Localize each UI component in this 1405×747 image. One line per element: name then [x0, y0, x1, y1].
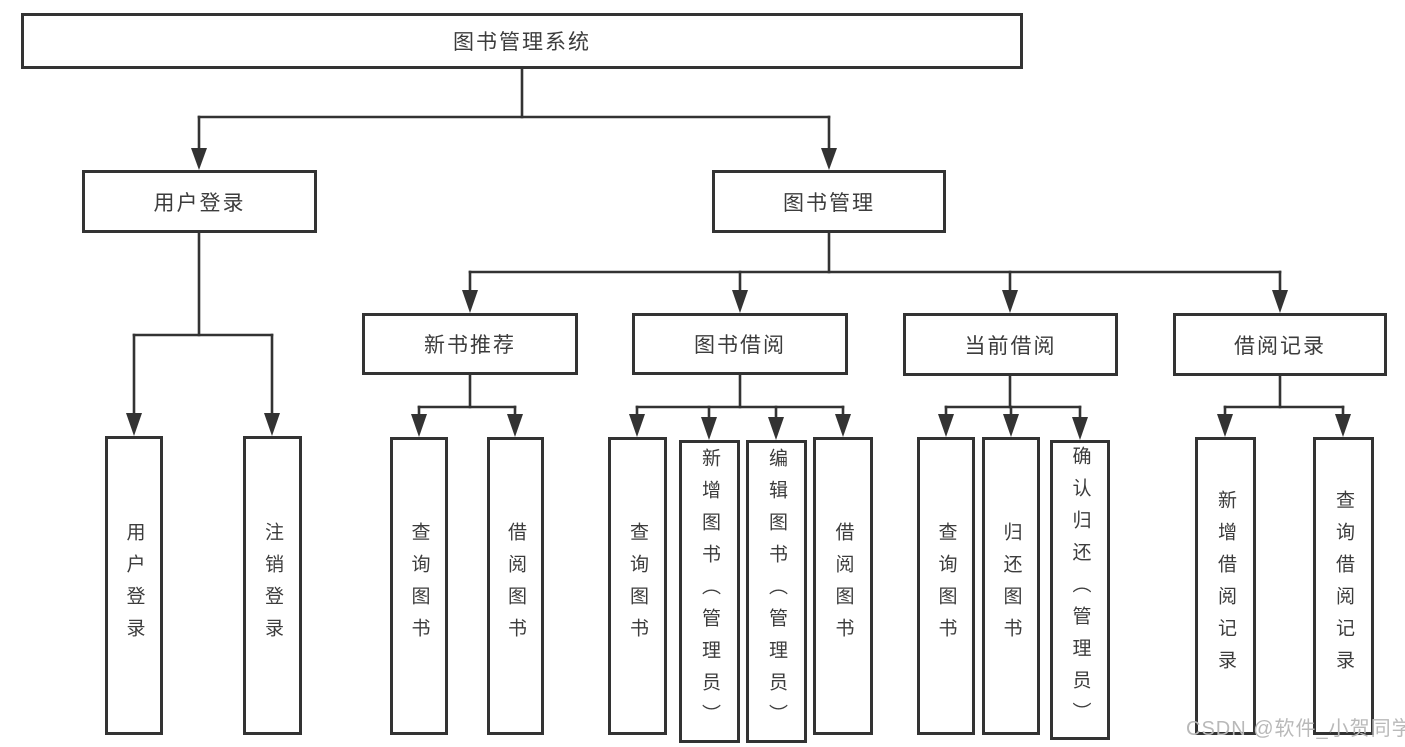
node-label: 借阅图书 — [832, 522, 854, 650]
node-label: 编辑图书（管理员） — [766, 447, 787, 736]
node-bb-query-books: 查询图书 — [608, 437, 667, 735]
node-label: 查询图书 — [627, 522, 648, 650]
node-current-borrow: 当前借阅 — [903, 313, 1118, 376]
node-label: 借阅记录 — [1234, 334, 1326, 358]
node-book-borrow: 图书借阅 — [632, 313, 848, 375]
node-bb-edit-books-admin: 编辑图书（管理员） — [746, 440, 807, 743]
node-logout: 注销登录 — [243, 436, 302, 735]
node-new-book-recommend: 新书推荐 — [362, 313, 578, 375]
node-label: 新增借阅记录 — [1215, 490, 1236, 682]
node-label: 图书管理系统 — [453, 31, 591, 54]
node-br-query-record: 查询借阅记录 — [1313, 437, 1374, 735]
node-label: 新书推荐 — [424, 334, 516, 357]
watermark: CSDN @软件_小贺同学 — [1186, 718, 1405, 740]
node-label: 确认归还（管理员） — [1069, 446, 1091, 734]
node-label: 图书管理 — [783, 191, 875, 215]
node-label: 新增图书（管理员） — [699, 447, 720, 736]
node-bb-borrow-books: 借阅图书 — [813, 437, 873, 735]
node-borrow-records: 借阅记录 — [1173, 313, 1387, 376]
node-user-login-leaf: 用户登录 — [105, 436, 163, 735]
node-label: 图书借阅 — [694, 334, 786, 357]
node-label: 用户登录 — [123, 521, 145, 650]
node-cb-return-books: 归还图书 — [982, 437, 1040, 735]
node-label: 当前借阅 — [964, 334, 1057, 358]
node-user-login: 用户登录 — [82, 170, 317, 233]
node-root: 图书管理系统 — [21, 13, 1023, 69]
node-bb-add-books-admin: 新增图书（管理员） — [679, 440, 740, 743]
node-label: 用户登录 — [153, 191, 246, 215]
node-label: 注销登录 — [262, 521, 283, 650]
node-label: 查询图书 — [935, 522, 957, 650]
node-book-management: 图书管理 — [712, 170, 946, 233]
node-label: 查询图书 — [408, 522, 430, 650]
node-nb-borrow-books: 借阅图书 — [487, 437, 544, 735]
node-nb-query-books: 查询图书 — [390, 437, 448, 735]
node-label: 归还图书 — [1000, 522, 1022, 650]
node-cb-query-books: 查询图书 — [917, 437, 975, 735]
node-cb-confirm-return-admin: 确认归还（管理员） — [1050, 440, 1110, 740]
node-br-add-record: 新增借阅记录 — [1195, 437, 1256, 735]
node-label: 查询借阅记录 — [1333, 490, 1354, 682]
node-label: 借阅图书 — [505, 522, 526, 650]
